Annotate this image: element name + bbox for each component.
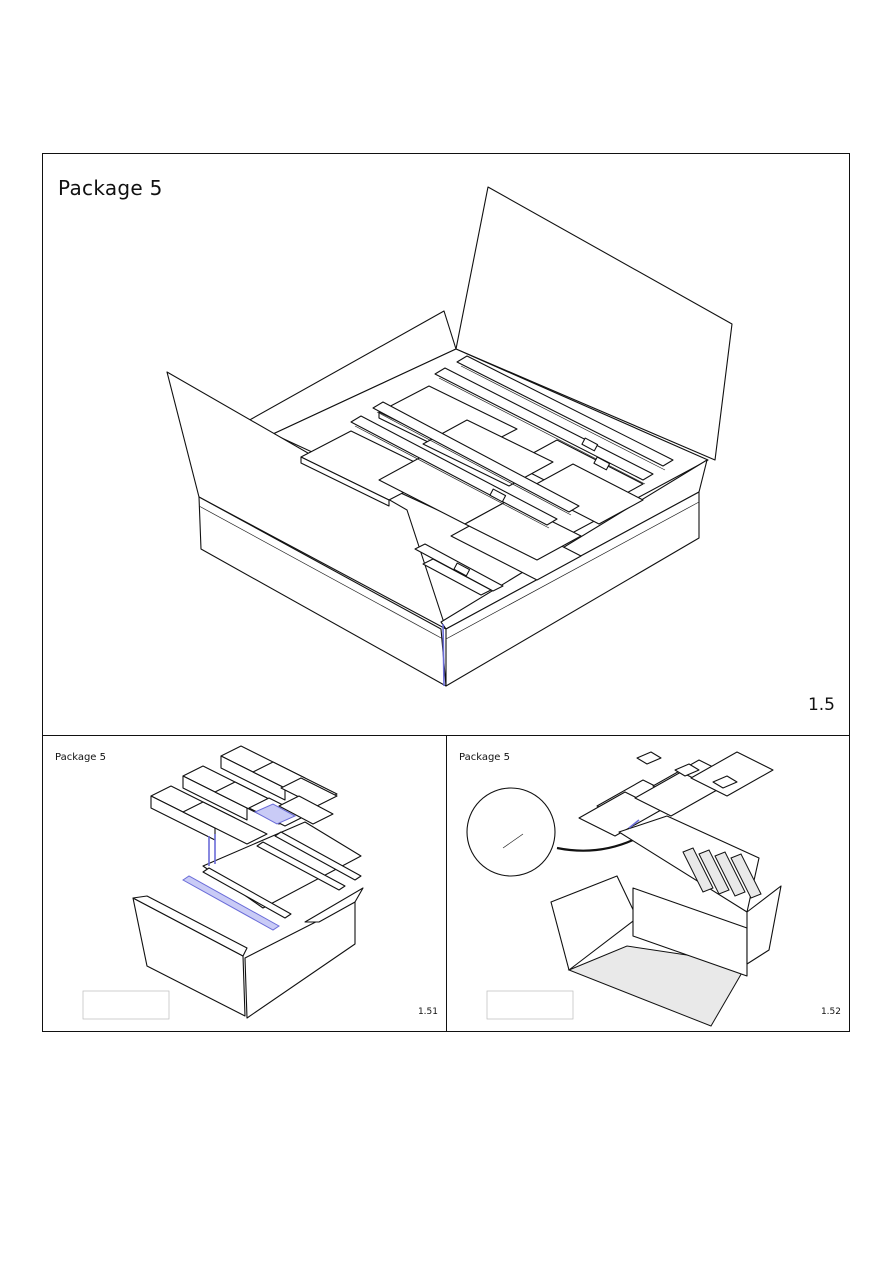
box-left-wall: [133, 898, 245, 1016]
label-placeholder: [83, 991, 169, 1019]
detail-zoom-circle: [467, 788, 555, 876]
step-panel-1-51: Package 5 1.51: [43, 736, 447, 1031]
divider-removal-illustration: [43, 736, 447, 1031]
main-step-panel: Package 5 1.5: [43, 154, 849, 736]
instruction-frame: Package 5 1.5: [42, 153, 850, 1032]
rail-removal-illustration: [447, 736, 849, 1031]
zoom-connector: [557, 840, 633, 851]
step-panel-1-52: Package 5 1.52: [447, 736, 849, 1031]
open-box-illustration: [43, 154, 849, 736]
label-placeholder: [487, 991, 573, 1019]
box-corner-highlight: [443, 624, 444, 686]
